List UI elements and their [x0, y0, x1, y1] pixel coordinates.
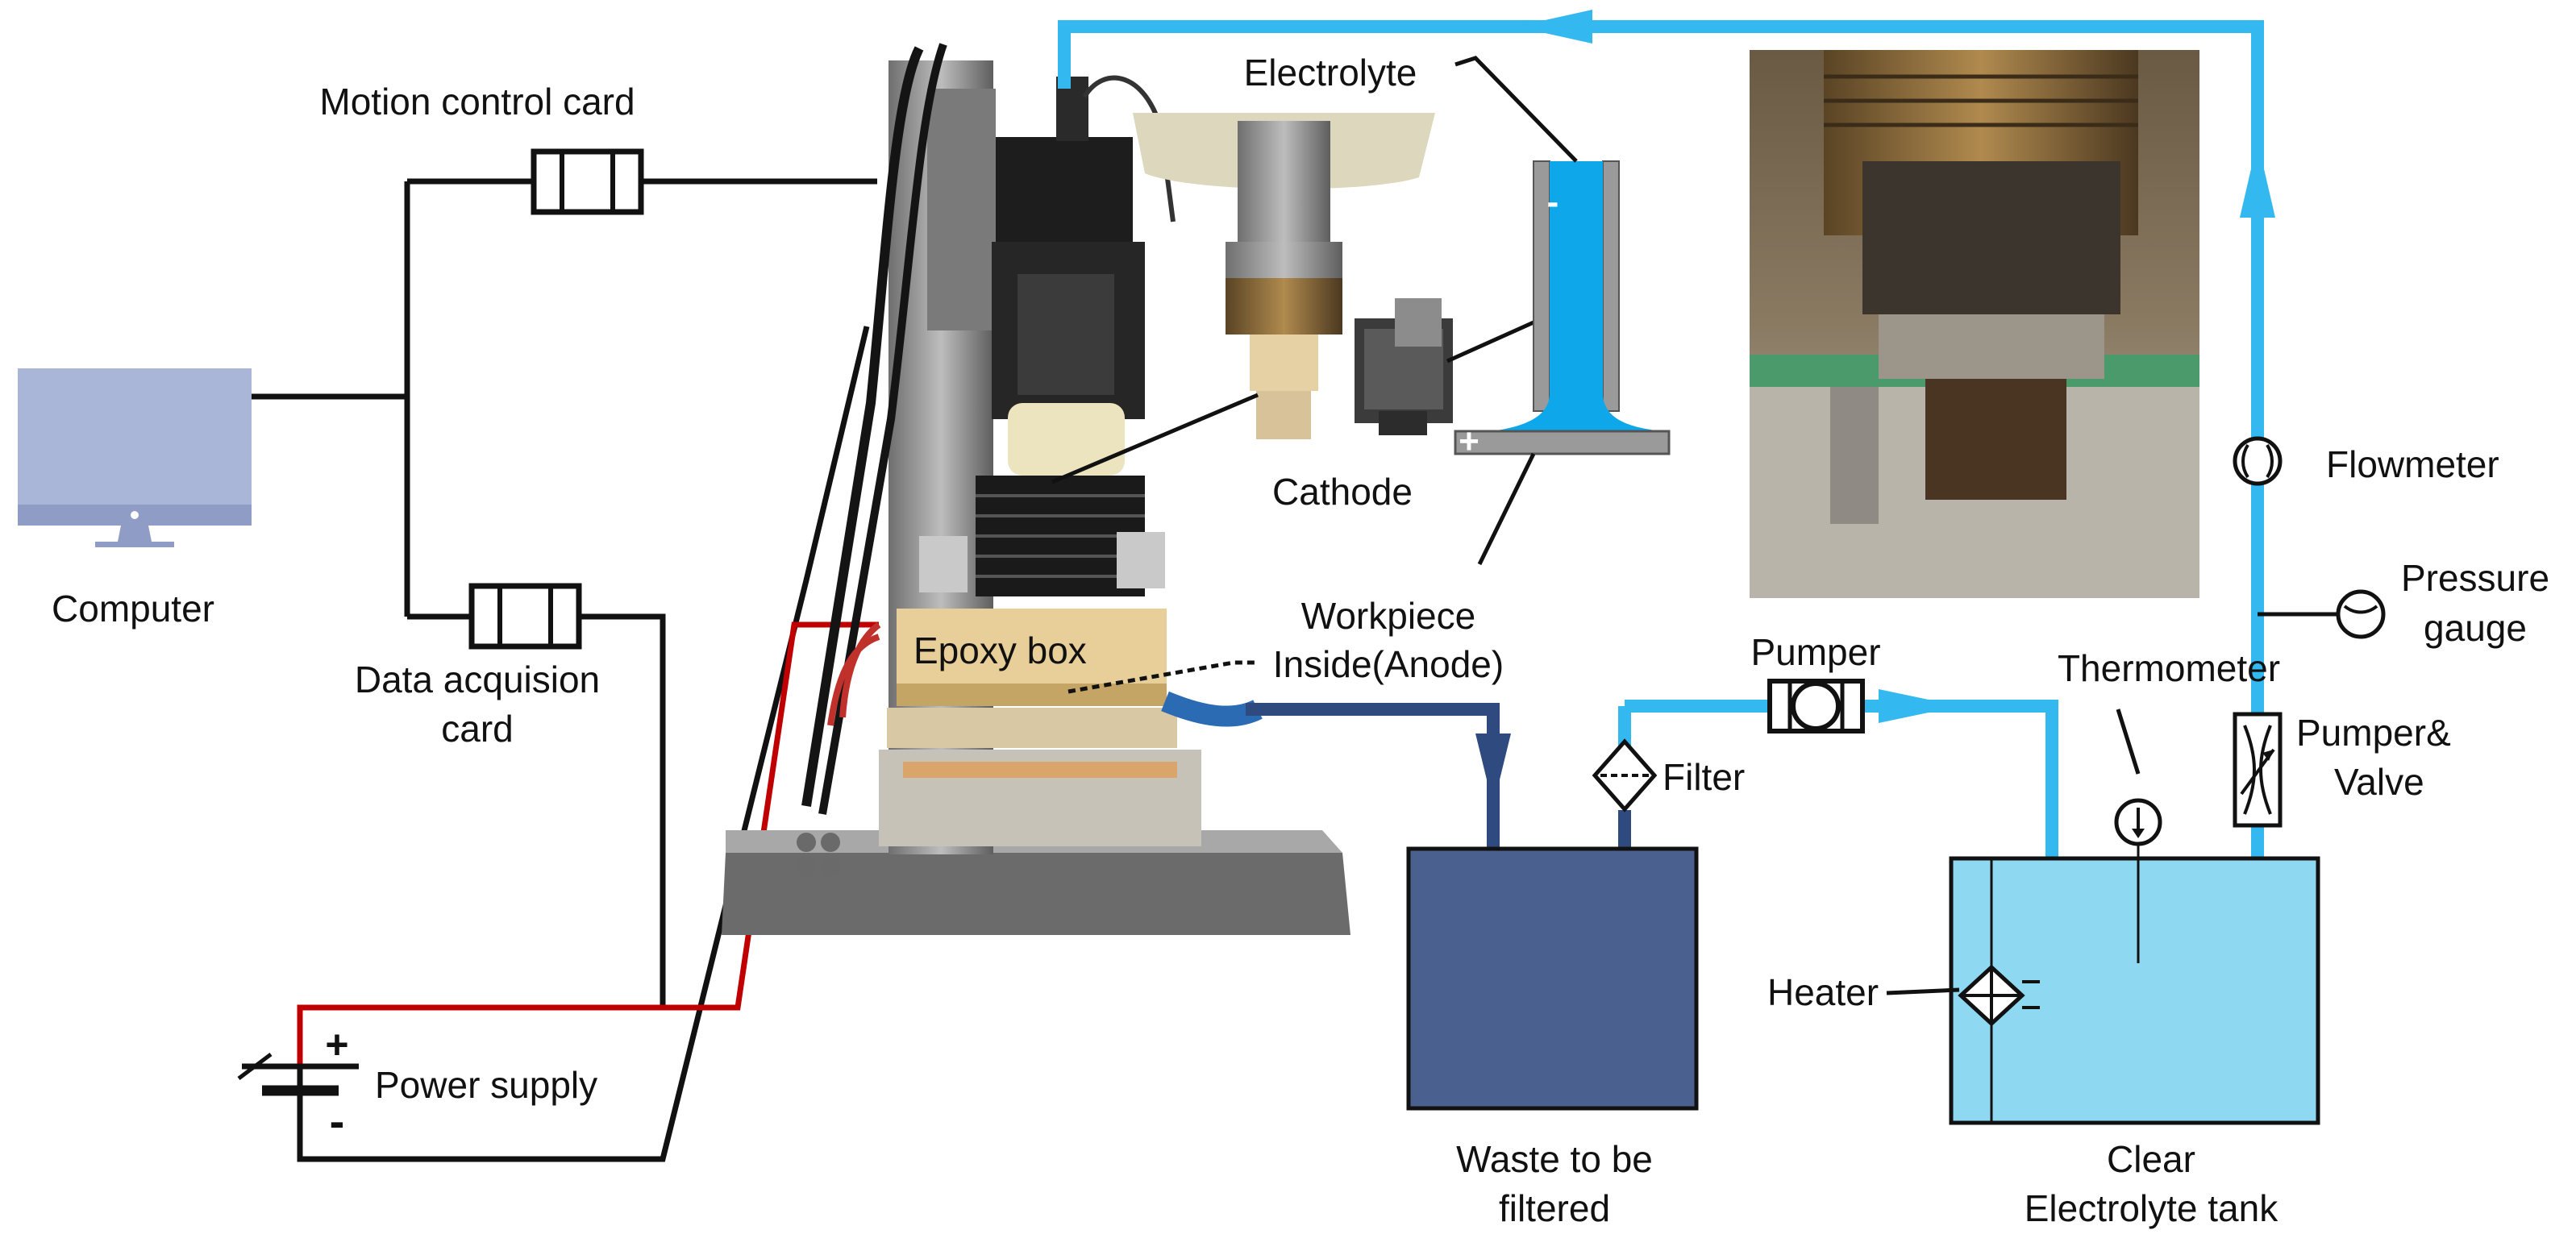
data-acquisition-card-icon	[468, 583, 582, 650]
thermometer-icon	[2114, 709, 2162, 963]
data-acquisition-label-line2: card	[441, 708, 513, 750]
power-minus-sign: -	[330, 1095, 345, 1146]
clear-tank-label-line2: Electrolyte tank	[2025, 1187, 2278, 1229]
control-wiring	[252, 178, 877, 1162]
computer-icon	[18, 368, 252, 547]
cell-plus-sign: +	[1459, 422, 1479, 461]
waste-tank-label-line1: Waste to be	[1456, 1138, 1653, 1180]
motion-control-card-label: Motion control card	[319, 81, 635, 123]
power-plus-sign: +	[325, 1022, 348, 1067]
flow-arrow-icon	[1879, 689, 1959, 723]
flow-arrow-icon	[1516, 10, 1592, 44]
power-supply-label: Power supply	[375, 1064, 597, 1106]
anode-leader	[1477, 452, 1536, 566]
filter-label: Filter	[1663, 756, 1745, 798]
pumper-valve-label-line2: Valve	[2334, 761, 2424, 803]
flow-arrow-icon	[2240, 141, 2275, 218]
flowmeter-icon	[2233, 436, 2283, 486]
flow-arrow-icon	[1475, 733, 1511, 806]
flowmeter-label: Flowmeter	[2326, 443, 2499, 485]
valve-icon	[2233, 712, 2283, 828]
pumper-label: Pumper	[1750, 631, 1880, 673]
cell-minus-sign: -	[1547, 182, 1559, 222]
cathode-label: Cathode	[1272, 471, 1413, 513]
epoxy-box-label: Epoxy box	[913, 630, 1087, 671]
workpiece-photo-leader	[1446, 320, 1535, 364]
thermometer-label: Thermometer	[2058, 647, 2280, 689]
cathode-photo	[1133, 113, 1435, 439]
filter-icon	[1592, 738, 1658, 812]
pump-icon	[1767, 679, 1865, 733]
pressure-gauge-label-line2: gauge	[2424, 607, 2527, 649]
workpiece-label-line2: Inside(Anode)	[1273, 643, 1504, 685]
clear-tank-label-line1: Clear	[2107, 1138, 2195, 1180]
pressure-gauge-icon	[2258, 589, 2386, 639]
electrolyte-label: Electrolyte	[1244, 52, 1417, 94]
computer-label: Computer	[52, 588, 214, 630]
workpiece-leader	[1067, 660, 1258, 694]
battery-icon	[237, 1053, 359, 1096]
waste-tank	[1406, 846, 1699, 1111]
electrolyte-cell-diagram	[1454, 160, 1671, 455]
workpiece-label-line1: Workpiece	[1301, 595, 1475, 637]
heater-label: Heater	[1767, 971, 1879, 1013]
heater-leader	[1886, 987, 1960, 995]
workpiece-photo	[1355, 298, 1453, 435]
pumper-valve-label-line1: Pumper&	[2296, 712, 2451, 754]
power-wiring-red	[297, 621, 879, 1066]
heater-icon	[1958, 964, 2040, 1027]
data-acquisition-label-line1: Data acquision	[355, 659, 600, 700]
tool-closeup-photo	[1750, 50, 2199, 598]
machine-photo	[722, 43, 1350, 935]
pressure-gauge-label-line1: Pressure	[2401, 557, 2549, 599]
electrolyte-leader	[1454, 56, 1578, 163]
cathode-leader	[1051, 393, 1259, 484]
motion-control-card-icon	[531, 148, 644, 215]
waste-tank-label-line2: filtered	[1499, 1187, 1610, 1229]
